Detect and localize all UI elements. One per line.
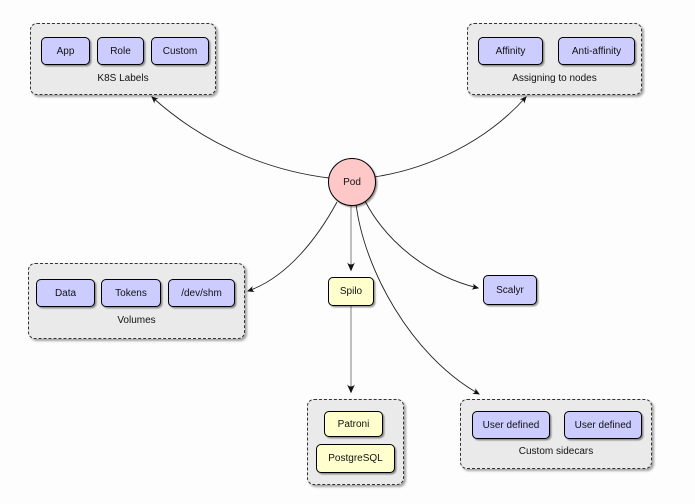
node-data: Data — [36, 279, 95, 307]
node-custom-label: Custom — [162, 45, 198, 57]
node-user-defined-2: User defined — [564, 411, 642, 439]
node-pod: Pod — [328, 158, 376, 206]
node-pod-label: Pod — [343, 176, 361, 188]
node-data-label: Data — [54, 287, 77, 299]
custom-sidecars-group: User defined User defined Custom sidecar… — [460, 399, 652, 469]
node-role: Role — [97, 37, 144, 65]
volumes-caption: Volumes — [117, 315, 156, 326]
node-anti-affinity-label: Anti-affinity — [571, 45, 622, 57]
edge-pod-volumes — [246, 201, 338, 292]
node-tokens: Tokens — [101, 279, 161, 307]
node-scalyr-label: Scalyr — [496, 284, 524, 296]
node-tokens-label: Tokens — [115, 287, 147, 299]
assigning-to-nodes-caption: Assigning to nodes — [512, 73, 597, 84]
volumes-group: Data Tokens /dev/shm Volumes — [28, 263, 245, 339]
node-affinity-label: Affinity — [495, 45, 526, 57]
node-scalyr: Scalyr — [483, 275, 537, 305]
k8s-labels-group: App Role Custom K8S Labels — [30, 23, 216, 95]
node-app: App — [41, 37, 90, 65]
node-affinity: Affinity — [478, 37, 543, 65]
assigning-to-nodes-group: Affinity Anti-affinity Assigning to node… — [467, 23, 642, 95]
node-patroni: Patroni — [324, 411, 383, 437]
edge-pod-k8s-labels — [151, 96, 330, 179]
node-dev-shm: /dev/shm — [168, 279, 235, 307]
edge-pod-scalyr — [364, 200, 480, 290]
node-custom: Custom — [151, 37, 209, 65]
node-anti-affinity: Anti-affinity — [558, 37, 635, 65]
node-spilo-label: Spilo — [339, 286, 363, 297]
edge-pod-assigning-to-nodes — [373, 96, 527, 178]
node-postgresql: PostgreSQL — [316, 444, 395, 473]
node-role-label: Role — [110, 45, 131, 57]
patroni-postgresql-group: Patroni PostgreSQL — [307, 399, 404, 485]
node-app-label: App — [56, 45, 75, 57]
node-spilo: Spilo — [328, 277, 374, 306]
edge-pod-custom-sidecars — [355, 203, 480, 395]
node-dev-shm-label: /dev/shm — [181, 287, 222, 299]
node-patroni-label: Patroni — [337, 418, 370, 430]
node-postgresql-label: PostgreSQL — [328, 453, 383, 464]
node-user-defined-2-label: User defined — [574, 419, 632, 431]
node-user-defined-1: User defined — [472, 411, 550, 439]
custom-sidecars-caption: Custom sidecars — [518, 446, 594, 457]
node-user-defined-1-label: User defined — [482, 419, 540, 431]
k8s-labels-group-caption: K8S Labels — [97, 73, 149, 84]
